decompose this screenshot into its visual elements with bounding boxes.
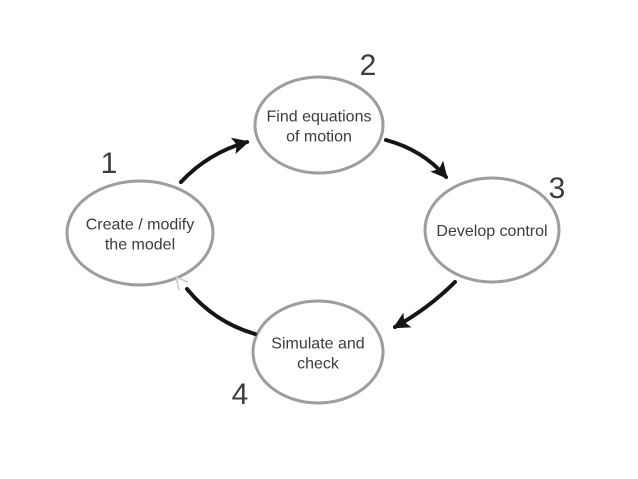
node-ellipse-develop-control <box>423 176 561 284</box>
node-label-line: Create / modify <box>86 217 194 234</box>
step-number-find-equations: 2 <box>360 49 377 82</box>
node-label-find-equations: Find equations of motion <box>267 109 372 146</box>
node-label-develop-control: Develop control <box>436 223 547 240</box>
node-simulate-check: Simulate and check 4 <box>232 299 385 411</box>
node-label-line: Find equations <box>267 109 372 126</box>
faded-arrowhead-icon <box>174 275 189 291</box>
node-label-line: Simulate and <box>271 336 364 353</box>
node-develop-control: Develop control 3 <box>423 172 566 284</box>
node-label-line: check <box>297 356 340 373</box>
arrow-find-to-develop <box>384 138 448 179</box>
node-ellipse-simulate-check <box>251 299 385 405</box>
node-label-create-model: Create / modify the model <box>86 217 194 254</box>
node-label-line: the model <box>105 237 175 254</box>
node-ellipse-create-model <box>65 179 215 287</box>
node-find-equations: Find equations of motion 2 <box>253 49 385 175</box>
step-number-develop-control: 3 <box>549 172 566 205</box>
arrow-create-to-find <box>179 137 250 184</box>
step-number-simulate-check: 4 <box>232 378 249 411</box>
nodes-layer: Create / modify the model 1 Find equations o… <box>65 49 566 411</box>
node-create-model: Create / modify the model 1 <box>65 147 215 287</box>
arrows-layer <box>174 137 457 336</box>
step-number-create-model: 1 <box>101 147 118 180</box>
node-label-line: of motion <box>286 129 352 146</box>
arrow-simulate-to-create <box>185 287 257 336</box>
node-label-line: Develop control <box>436 223 547 240</box>
node-label-simulate-check: Simulate and check <box>271 336 364 373</box>
arrow-develop-to-simulate <box>392 280 457 329</box>
node-ellipse-find-equations <box>253 75 385 175</box>
